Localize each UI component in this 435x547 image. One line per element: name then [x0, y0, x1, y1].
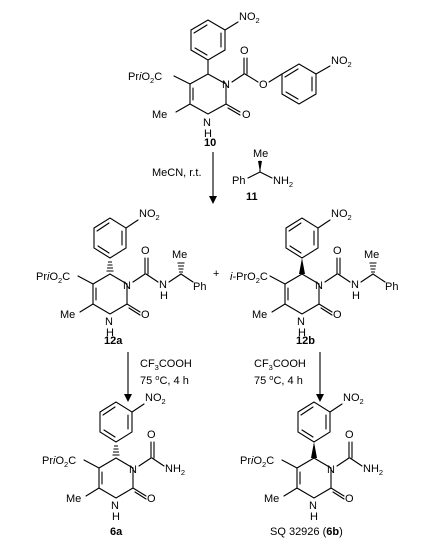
nh2-label-11: NH2: [273, 175, 293, 189]
nh-label-12b: N: [297, 316, 305, 328]
urea-oxo-label-6a: O: [147, 429, 156, 441]
methyl-label-12b: Me: [252, 309, 267, 321]
n1-label-12a: N: [123, 280, 131, 292]
ring-oxo-label-12b: O: [333, 309, 342, 321]
n1-label-6a: N: [129, 464, 137, 476]
nh2-label-6a: NH2: [165, 463, 185, 477]
compound-11-label: 11: [246, 191, 258, 203]
no2-label-6b: NO2: [343, 392, 364, 406]
step1-conditions: MeCN, r.t.: [152, 167, 202, 179]
h-label-12b: H: [298, 327, 306, 339]
nh-label-6a: N: [111, 500, 119, 512]
urea-nh-label-12a: N: [159, 279, 167, 291]
compound-10-structure: NO2 PriO2C Me N N H O O O NO2: [128, 11, 352, 140]
no2-label: NO2: [239, 11, 260, 25]
methyl-label-12a: Me: [60, 309, 75, 321]
compound-6b-structure: NO2 PriO2C Me N N H O O NH2: [240, 392, 383, 523]
no2-label-12a: NO2: [139, 208, 160, 222]
urea-h-label-12b: H: [352, 290, 360, 302]
n1-label-12b: N: [315, 280, 323, 292]
compound-12a-label: 12a: [104, 335, 123, 347]
h-label-6a: H: [112, 511, 120, 523]
methyl-label-12b-2: Me: [364, 249, 379, 261]
methyl-label-6b: Me: [264, 493, 279, 505]
step2b-reagent: CF3COOH: [254, 358, 306, 372]
nh2-label-6b: NH2: [363, 463, 383, 477]
compound-12b-structure: NO2 i-PrO2C Me N N H O O N H Me Ph: [230, 208, 398, 339]
methyl-label-6a: Me: [66, 493, 81, 505]
ring-oxo-label-6b: O: [345, 493, 354, 505]
compound-6a-label: 6a: [110, 526, 123, 538]
ester-label-6a: PriO2C: [42, 455, 76, 469]
phenyl-label-11: Ph: [232, 175, 245, 187]
compound-11-structure: Me Ph NH2: [232, 148, 293, 189]
step2b-conditions: 75 oC, 4 h: [254, 373, 303, 387]
methyl-label-12a-2: Me: [172, 249, 187, 261]
ring-oxo-label-6a: O: [147, 493, 156, 505]
ester-label-6b: PriO2C: [240, 455, 274, 469]
h-label-6b: H: [310, 511, 318, 523]
phenyl-label-12b: Ph: [385, 281, 398, 293]
step2a-reagent: CF3COOH: [140, 358, 192, 372]
n1-label-6b: N: [327, 464, 335, 476]
compound-6b-label: SQ 32926 (6b): [270, 526, 343, 538]
urea-h-label-12a: H: [160, 290, 168, 302]
no2-label-6a: NO2: [145, 392, 166, 406]
ring-oxo-label: O: [242, 109, 251, 121]
methyl-label: Me: [152, 109, 167, 121]
methyl-label-11: Me: [253, 148, 268, 160]
h-label-12a: H: [106, 327, 114, 339]
phenyl-label-12a: Ph: [193, 281, 206, 293]
compound-12b-label: 12b: [296, 335, 315, 347]
ester-label-12b: i-PrO2C: [230, 271, 268, 285]
n1-label: N: [222, 79, 230, 91]
urea-oxo-label-12b: O: [333, 245, 342, 257]
ring-oxo-label-12a: O: [141, 309, 150, 321]
ester-label-12a: PriO2C: [36, 271, 70, 285]
carbamate-o-label: O: [259, 79, 268, 91]
plus-sign: +: [213, 268, 219, 280]
no2-label-2: NO2: [331, 55, 352, 69]
compound-6a-structure: NO2 PriO2C Me N N H O O NH2: [42, 392, 185, 523]
nh-label: N: [203, 117, 211, 129]
urea-oxo-label-6b: O: [345, 429, 354, 441]
compound-12a-structure: NO2 PriO2C Me N N H O O N H: [36, 208, 206, 339]
h-label: H: [204, 128, 212, 140]
ester-label: PriO2C: [128, 71, 162, 85]
nh-label-6b: N: [309, 500, 317, 512]
carbamate-oxo-label: O: [240, 45, 249, 57]
urea-nh-label-12b: N: [351, 279, 359, 291]
urea-oxo-label-12a: O: [141, 245, 150, 257]
nh-label-12a: N: [105, 316, 113, 328]
no2-label-12b: NO2: [331, 208, 352, 222]
compound-10-label: 10: [204, 137, 216, 149]
step2a-conditions: 75 oC, 4 h: [140, 373, 189, 387]
